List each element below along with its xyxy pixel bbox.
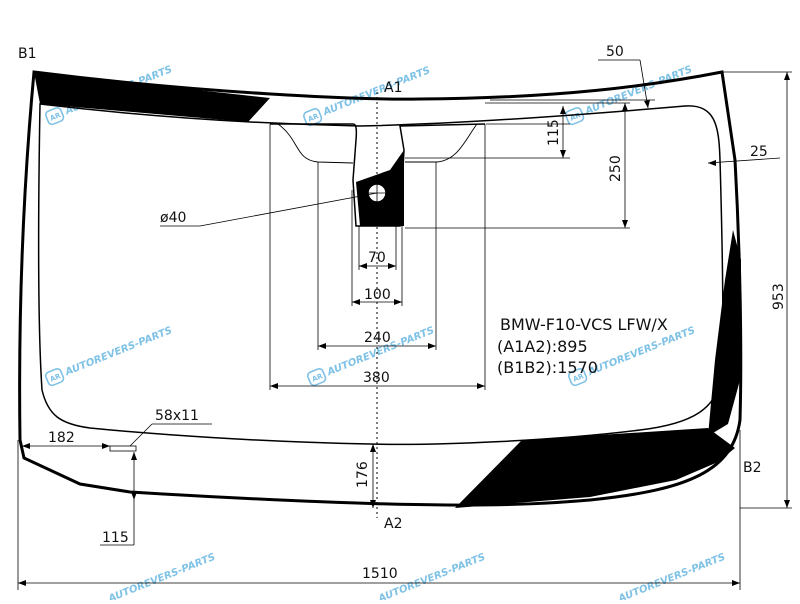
point-a1: A1: [384, 80, 402, 96]
point-b1: B1: [18, 46, 37, 62]
dim-25: 25: [750, 144, 768, 160]
model-a1a2: (A1A2):895: [497, 337, 588, 356]
dim-50: 50: [606, 44, 624, 60]
svg-text:AR: AR: [569, 111, 583, 123]
band-bottom-right: [455, 428, 735, 508]
dim-40: ø40: [160, 210, 186, 226]
watermark: AR AUTOREVERS-PARTS: [302, 65, 432, 127]
svg-text:AUTOREVERS-PARTS: AUTOREVERS-PARTS: [63, 325, 174, 378]
band-right-side: [708, 230, 741, 436]
dim-115-top: 115: [546, 119, 562, 146]
glass-inner-outline: [37, 103, 724, 446]
point-b2: B2: [743, 460, 762, 476]
dim-70: 70: [368, 250, 386, 266]
dim-100: 100: [364, 287, 391, 303]
model-name: BMW-F10-VCS LFW/X: [500, 315, 668, 334]
dim-250: 250: [608, 155, 624, 182]
dim-115-bottom: 115: [102, 530, 129, 546]
dim-176: 176: [355, 461, 371, 488]
watermark: AUTOREVERS-PARTS: [106, 552, 217, 604]
svg-text:AR: AR: [311, 372, 325, 384]
sensor-inner-curve: [277, 123, 478, 164]
sensor-outline: [270, 123, 486, 227]
band-top-left: [34, 72, 270, 122]
watermark: AR AUTOREVERS-PARTS: [44, 325, 174, 387]
dim-182: 182: [48, 430, 75, 446]
svg-text:AR: AR: [49, 111, 63, 123]
model-b1b2: (B1B2):1570: [497, 358, 598, 377]
svg-text:AUTOREVERS-PARTS: AUTOREVERS-PARTS: [616, 552, 727, 600]
svg-text:AUTOREVERS-PARTS: AUTOREVERS-PARTS: [321, 65, 432, 118]
dim-58x11: 58x11: [155, 408, 199, 424]
watermark: AR AUTOREVERS-PARTS: [564, 64, 694, 126]
svg-text:AUTOREVERS-PARTS: AUTOREVERS-PARTS: [106, 552, 217, 600]
arrowheads: [18, 72, 790, 586]
glass-outer-outline: [18, 70, 743, 507]
svg-text:AR: AR: [307, 112, 321, 124]
dim-380: 380: [363, 370, 390, 386]
point-a2: A2: [384, 516, 402, 532]
svg-text:AR: AR: [572, 372, 586, 384]
dim-240: 240: [364, 330, 391, 346]
dim-953: 953: [771, 283, 787, 310]
watermark: AUTOREVERS-PARTS: [616, 552, 727, 604]
svg-text:AR: AR: [49, 372, 63, 384]
dim-1510: 1510: [362, 566, 398, 582]
dimension-lines: [17, 59, 792, 590]
